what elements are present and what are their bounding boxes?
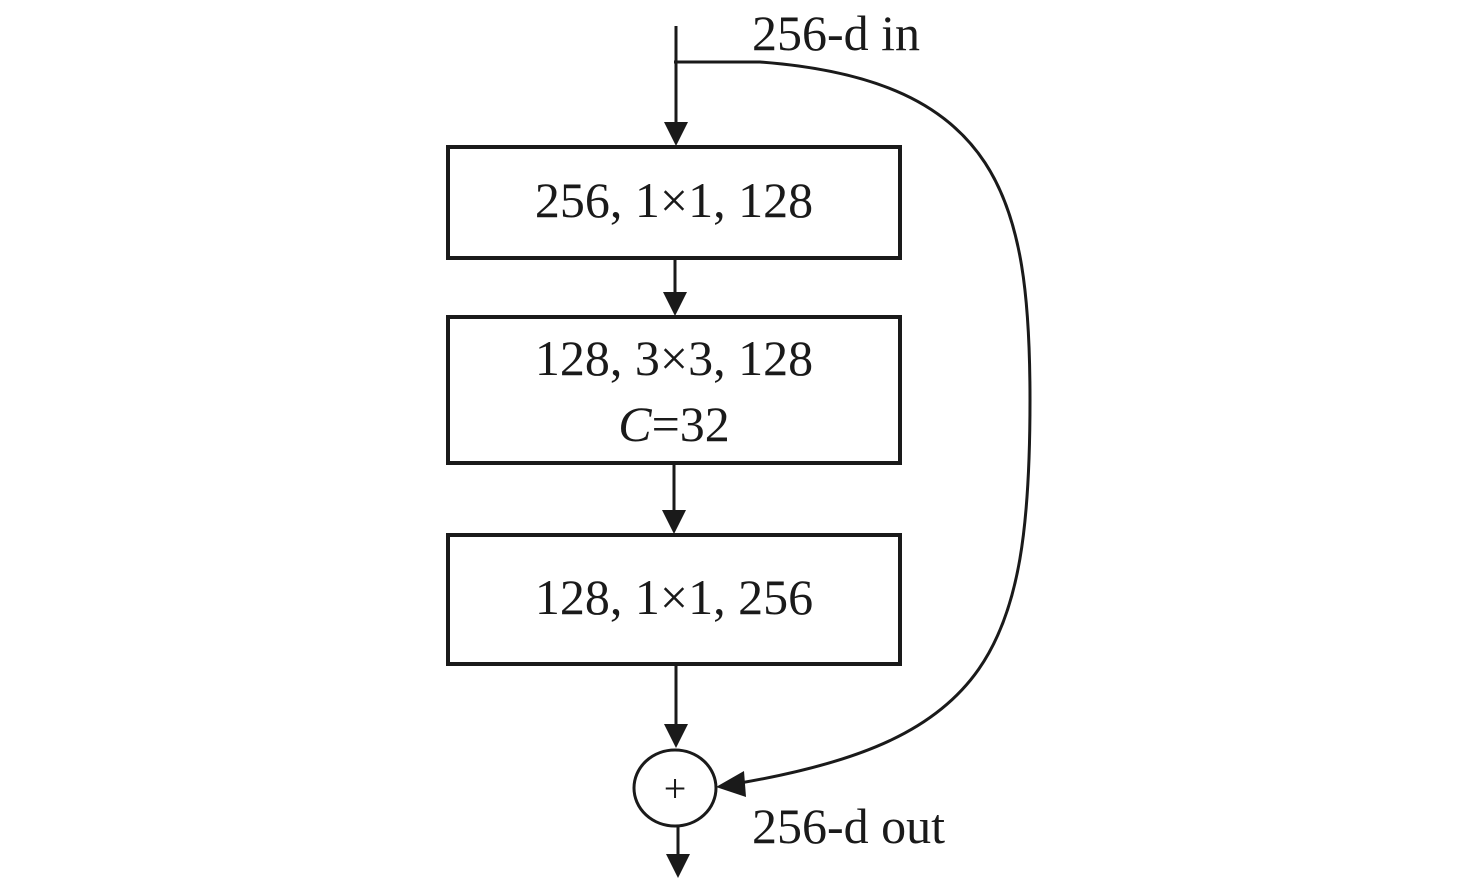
sum-symbol: +	[664, 766, 687, 811]
conv-block-2-cardinality: C=32	[618, 396, 730, 452]
input-arrowhead	[664, 122, 688, 146]
conv-block-3	[446, 533, 902, 666]
arrow-3-sum-head	[664, 724, 688, 748]
arrow-1-2-head	[663, 292, 687, 316]
conv-block-3-label: 128, 1×1, 256	[535, 569, 813, 625]
output-label: 256-d out	[752, 798, 945, 854]
conv-block-2	[446, 315, 902, 465]
cardinality-value: =32	[652, 396, 730, 452]
arrow-2-3-head	[662, 510, 686, 534]
input-label: 256-d in	[752, 5, 920, 61]
conv-block-1	[446, 145, 902, 260]
shortcut-arrowhead	[716, 771, 746, 797]
cardinality-symbol: C	[618, 396, 652, 452]
conv-block-2-label: 128, 3×3, 128	[535, 330, 813, 386]
conv-block-1-label: 256, 1×1, 128	[535, 172, 813, 228]
shortcut-connection	[674, 60, 1032, 785]
output-arrowhead	[666, 854, 690, 878]
sum-node	[632, 748, 718, 828]
